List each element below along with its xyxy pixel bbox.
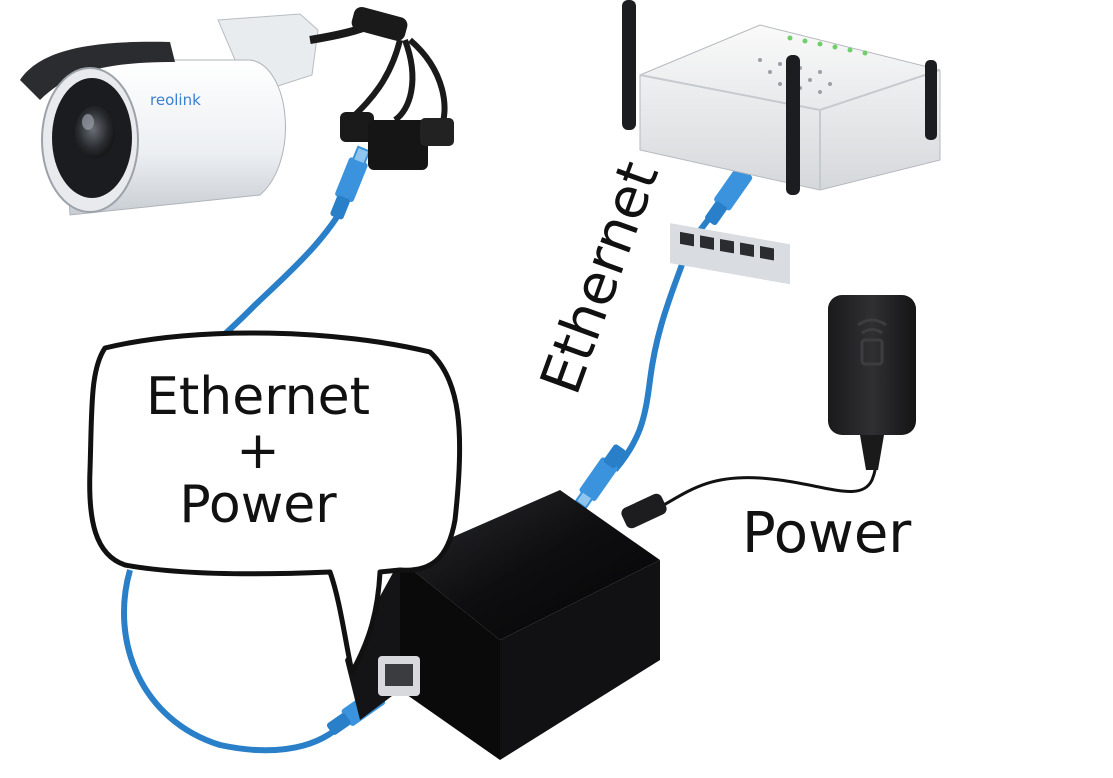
callout-bubble bbox=[87, 330, 463, 675]
bullet-camera: reolink bbox=[20, 6, 454, 216]
camera-brand-logo: reolink bbox=[150, 91, 201, 109]
power-adapter bbox=[828, 295, 916, 470]
rj45-connector-injector-in bbox=[574, 444, 626, 510]
power-cable bbox=[661, 429, 878, 508]
power-cable-label: Power bbox=[742, 501, 912, 566]
antenna-middle bbox=[786, 55, 800, 195]
callout-line-3: Power bbox=[179, 475, 337, 535]
poe-injector bbox=[345, 490, 667, 760]
antenna-right bbox=[925, 60, 937, 140]
rj45-connector-camera bbox=[330, 145, 371, 220]
wifi-router bbox=[622, 0, 941, 285]
callout-line-2: + bbox=[236, 421, 280, 481]
callout-text: Ethernet + Power bbox=[108, 370, 408, 532]
callout-line-1: Ethernet bbox=[146, 367, 370, 427]
antenna-left bbox=[622, 0, 636, 130]
